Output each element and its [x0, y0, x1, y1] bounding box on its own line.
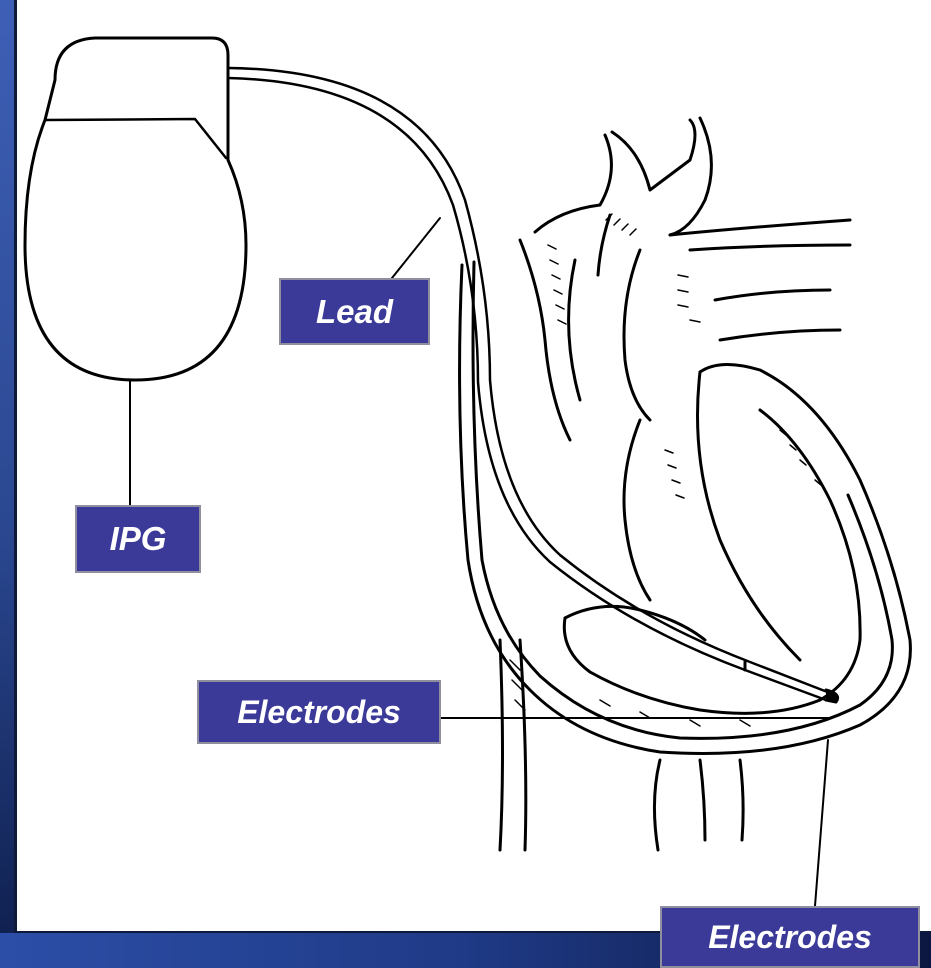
electrodes-label-upper: Electrodes: [197, 680, 441, 744]
electrodes-lower-leader-line: [815, 740, 828, 906]
ipg-device: [25, 38, 246, 380]
lead-leader-line: [392, 218, 440, 278]
lead-wire: [228, 68, 838, 702]
electrodes-label-lower: Electrodes: [660, 906, 920, 968]
heart-illustration: [460, 118, 911, 850]
lead-label: Lead: [279, 278, 430, 345]
ipg-label: IPG: [75, 505, 201, 573]
